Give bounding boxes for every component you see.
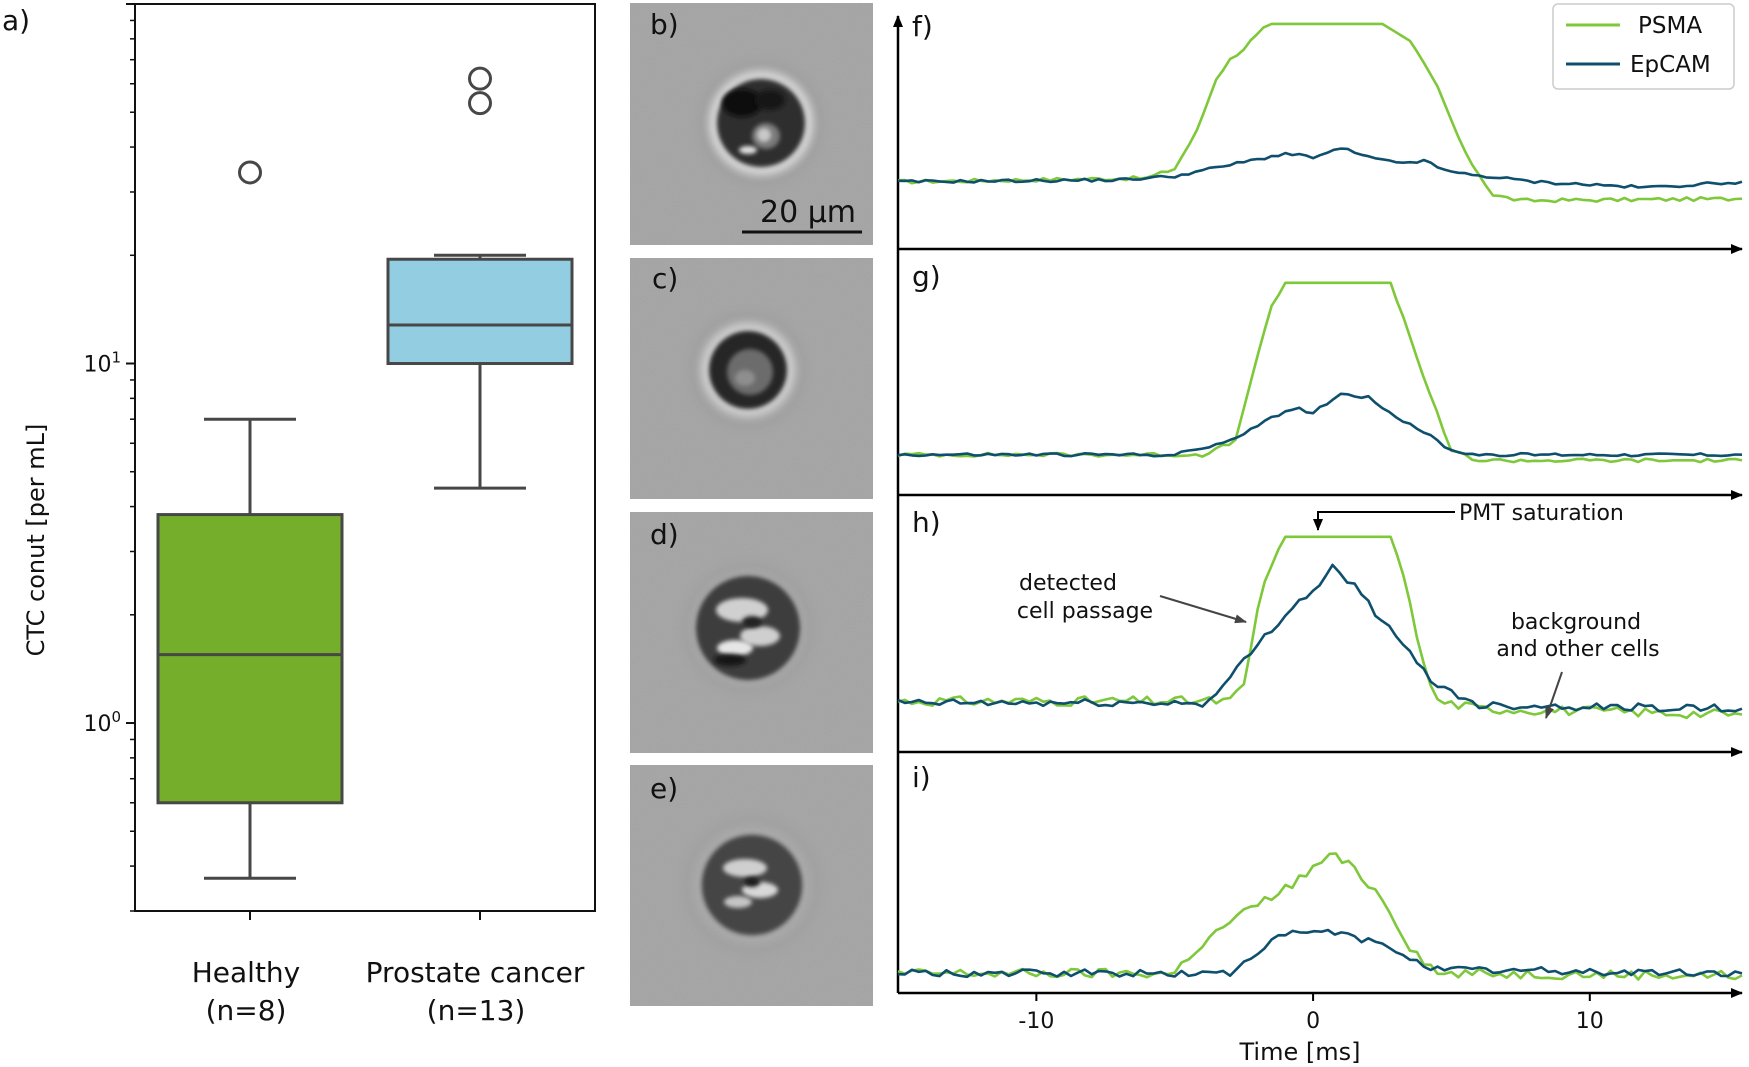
panel-label-a: a) — [2, 4, 30, 37]
epcam-trace-i — [897, 928, 1743, 979]
time-axis-ticks: -10 0 10 — [1018, 993, 1604, 1034]
category-label-prostate-cancer: Prostate cancer — [366, 956, 585, 989]
panel-label-h: h) — [912, 506, 941, 539]
annotation-cell-passage: detected cell passage — [1017, 571, 1247, 624]
panel-label-g: g) — [912, 260, 941, 293]
x-axis-title: Time [ms] — [1239, 1038, 1361, 1066]
annotation-cell-passage-line2: cell passage — [1017, 599, 1153, 624]
box-plot-panel: a) 100 101 CTC conut [per mL] Healthy (n… — [2, 3, 596, 1027]
epcam-trace-h — [897, 563, 1743, 713]
cell-micrographs: 20 µm b) c) d) — [630, 3, 873, 1006]
box-iqr — [156, 513, 344, 805]
outlier-point — [238, 160, 262, 185]
psma-trace-h — [897, 535, 1743, 720]
x-tick-label: -10 — [1018, 1009, 1054, 1034]
box-y-axis-title: CTC conut [per mL] — [22, 424, 50, 657]
category-count-prostate-cancer: (n=13) — [427, 994, 526, 1027]
y-tick-label-10^0: 100 — [83, 708, 121, 737]
panel-label-b: b) — [650, 8, 679, 41]
x-tick-label: 0 — [1306, 1009, 1320, 1034]
panel-label-d: d) — [650, 518, 679, 551]
legend: PSMA EpCAM — [1552, 3, 1735, 90]
signal-traces: f) g) h) i) -10 0 10 Time [ms] PMT saturat… — [893, 3, 1743, 1066]
psma-trace-i — [897, 852, 1743, 981]
panel-label-f: f) — [912, 10, 933, 43]
micrograph-c: c) — [630, 258, 873, 499]
outlier-point — [468, 91, 492, 116]
micrograph-e: e) — [630, 765, 873, 1006]
psma-trace-g — [897, 281, 1743, 464]
box-plot-frame — [134, 3, 596, 912]
annotation-pmt-saturation-text: PMT saturation — [1459, 501, 1624, 526]
legend-label-epcam: EpCAM — [1630, 52, 1711, 78]
legend-label-psma: PSMA — [1638, 13, 1702, 39]
category-count-healthy: (n=8) — [206, 994, 287, 1027]
annotation-background-line2: and other cells — [1496, 637, 1659, 662]
panel-label-e: e) — [650, 772, 678, 805]
annotation-background-line1: background — [1511, 610, 1641, 635]
y-tick-label-10^1: 101 — [83, 349, 121, 378]
trace-lines — [897, 22, 1743, 981]
annotation-pmt-saturation: PMT saturation — [1313, 501, 1624, 531]
micrograph-b: 20 µm b) — [630, 3, 873, 245]
category-label-healthy: Healthy — [192, 956, 301, 989]
outlier-point — [468, 66, 492, 91]
epcam-trace-g — [897, 392, 1743, 458]
x-tick-label: 10 — [1576, 1009, 1604, 1034]
scale-bar-label: 20 µm — [760, 195, 856, 230]
box-elements — [156, 66, 574, 880]
panel-label-c: c) — [652, 262, 678, 295]
annotation-background: background and other cells — [1496, 610, 1660, 719]
micrograph-d: d) — [630, 512, 873, 753]
panel-label-i: i) — [912, 761, 931, 794]
box-y-ticks — [126, 3, 135, 912]
epcam-trace-f — [897, 147, 1743, 189]
box-iqr — [386, 257, 574, 366]
annotation-cell-passage-line1: detected — [1019, 571, 1117, 596]
